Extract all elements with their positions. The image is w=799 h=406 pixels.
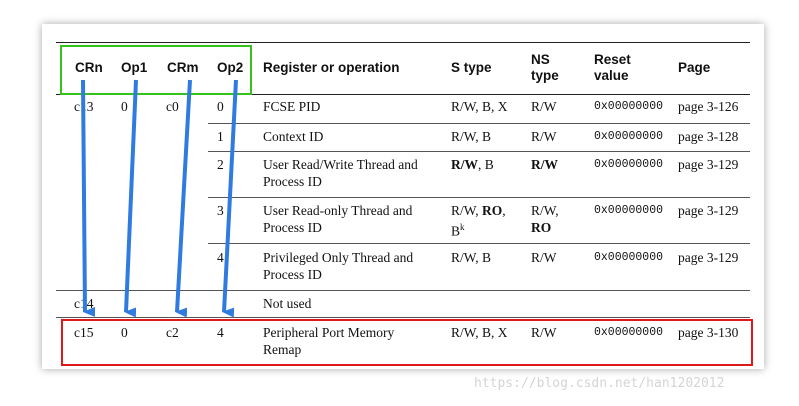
row3-register-line1: User Read-only Thread and [263,203,413,218]
row3-stype-b: B [451,223,461,239]
header-crm: CRm [167,60,199,75]
row1-op2: 1 [217,129,224,144]
row2-register-line1: User Read/Write Thread and [263,157,418,172]
row5-register: Not used [263,296,312,311]
header-reset-1: Reset [594,52,631,67]
row4-register-line1: Privileged Only Thread and [263,250,414,265]
row-rule-1 [208,123,750,124]
row3-stype-line2: Bk [451,219,465,240]
row1-page: page 3-128 [678,129,739,144]
row0-page: page 3-126 [678,99,739,114]
row2-reset: 0x00000000 [594,158,664,171]
row6-register-line2: Remap [263,342,302,357]
row3-nstype-bold: RO [531,220,552,235]
row4-reset: 0x00000000 [594,251,664,264]
row2-register-line2: Process ID [263,174,322,189]
header-crn: CRn [75,60,103,75]
row2-nstype-bold: R/W [531,157,558,172]
row6-reset: 0x00000000 [594,326,664,339]
row2-stype-bold: R/W [451,157,478,172]
row3-nstype-line2: RO [531,219,551,236]
row1-reset: 0x00000000 [594,130,664,143]
green-highlight-box [60,45,252,95]
row3-stype-pre: R/W, [451,203,483,218]
row2-stype: R/W, B [451,156,494,173]
header-nstype-2: type [531,68,559,83]
row1-stype: R/W, B [451,129,492,144]
row5-crn: c14 [74,296,94,311]
row3-stype-sup: k [460,222,465,232]
row6-nstype: R/W [531,325,557,340]
row-rule-3 [208,197,750,198]
watermark: https://blog.csdn.net/han1202012 [474,376,725,391]
row6-op2: 4 [217,325,224,340]
row0-register: FCSE PID [263,99,321,114]
row-rule-4 [208,243,750,244]
row0-op2: 0 [217,99,224,114]
row0-crm: c0 [166,99,179,114]
document-page [42,24,764,369]
row3-stype-post: , [502,203,506,218]
row-rule-6 [56,317,750,318]
row6-register-line1: Peripheral Port Memory [263,325,395,340]
row6-page: page 3-130 [678,325,739,340]
row3-op2: 3 [217,203,224,218]
row6-stype: R/W, B, X [451,325,508,340]
row4-page: page 3-129 [678,250,739,265]
row-rule-5 [56,290,750,291]
header-nstype-1: NS [531,52,550,67]
row3-reset: 0x00000000 [594,204,664,217]
header-rule [56,94,750,95]
row3-stype-line1: R/W, RO, [451,202,506,219]
row2-nstype: R/W [531,156,558,173]
header-op1: Op1 [121,60,148,75]
row3-stype-bold: RO [482,203,503,218]
row0-reset: 0x00000000 [594,100,664,113]
row1-register: Context ID [263,129,324,144]
row0-op1: 0 [121,99,128,114]
row0-crn: c13 [74,99,94,114]
row6-crm: c2 [166,325,179,340]
header-register: Register or operation [263,60,400,75]
row3-nstype-line1: R/W, [531,203,559,218]
row6-op1: 0 [121,325,128,340]
header-op2: Op2 [217,60,244,75]
row3-register-line2: Process ID [263,220,322,235]
row2-stype-rest: , B [478,157,494,172]
red-highlight-box [61,319,753,366]
row1-nstype: R/W [531,129,557,144]
header-page: Page [678,60,711,75]
row6-crn: c15 [74,325,94,340]
row4-register-line2: Process ID [263,267,322,282]
row3-page: page 3-129 [678,203,739,218]
row-rule-2 [208,151,750,152]
row0-stype: R/W, B, X [451,99,508,114]
row4-op2: 4 [217,250,224,265]
row4-stype: R/W, B [451,250,492,265]
row2-op2: 2 [217,157,224,172]
top-rule [56,42,750,43]
header-stype: S type [451,60,492,75]
row0-nstype: R/W [531,99,557,114]
row2-page: page 3-129 [678,157,739,172]
header-reset-2: value [594,68,629,83]
row4-nstype: R/W [531,250,557,265]
